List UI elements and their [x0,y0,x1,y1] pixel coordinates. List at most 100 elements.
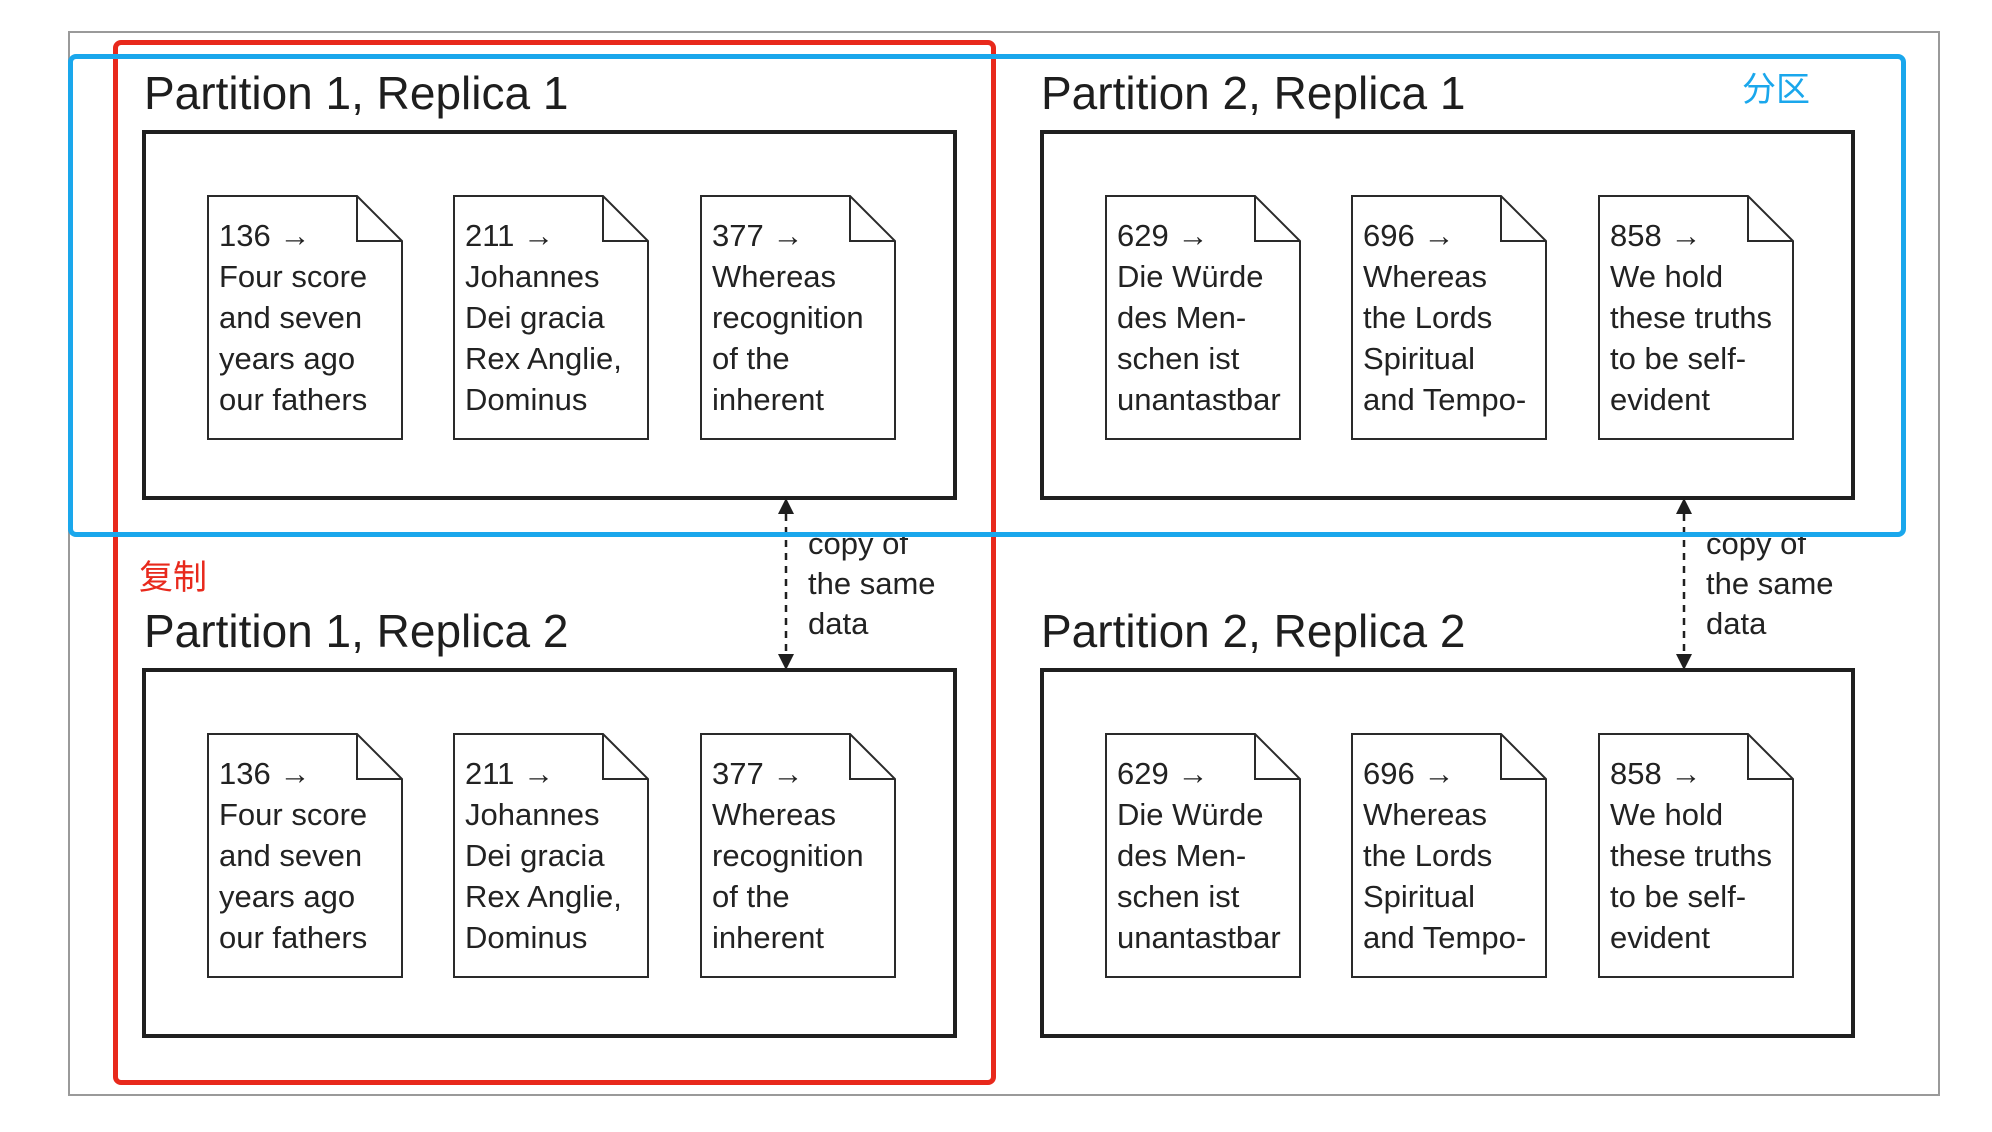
document-value-line: the Lords [1363,838,1493,873]
document-value-line: and Tempo- [1363,382,1527,417]
document-value-line: Johannes [465,797,600,832]
document-value-line: Spiritual [1363,341,1475,376]
copy-label-left: copy of the same data [808,524,936,644]
document-icon [453,733,649,978]
document-key: 629 → [1117,218,1209,253]
figure-frame [68,31,1940,1096]
document-text: 377 → Whereas recognition of the inherent [712,753,864,958]
document-value-line: evident [1610,920,1710,955]
document-value-line: des Men- [1117,838,1247,873]
document-value-line: Die Würde [1117,259,1264,294]
partition-1-replica-1-title: Partition 1, Replica 1 [144,67,569,119]
copy-arrow-right [1676,498,1692,670]
document-value-line: des Men- [1117,300,1247,335]
document-value-line: Rex Anglie, [465,879,622,914]
document-value-line: to be self- [1610,879,1747,914]
document-icon [1105,733,1301,978]
copy-arrow-left [778,498,794,670]
document-value-line: Rex Anglie, [465,341,622,376]
document-key: 377 → [712,218,804,253]
document-value-line: Four score [219,259,368,294]
document-value-line: our fathers [219,920,368,955]
partition-box [1040,668,1855,1038]
document-value-line: Dei gracia [465,300,605,335]
partition-box [142,668,957,1038]
copy-label-line: copy of [808,526,908,561]
document-key: 629 → [1117,756,1209,791]
document-value-line: Dominus [465,920,588,955]
document-icon [1598,733,1794,978]
partition-label: 分区 [1742,70,1810,110]
document-value-line: Dominus [465,382,588,417]
document-icon [1351,195,1547,440]
document-key: 211 → [465,218,555,253]
document-value-line: these truths [1610,838,1772,873]
document-value-line: evident [1610,382,1710,417]
document-key: 211 → [465,756,555,791]
document-value-line: schen ist [1117,879,1240,914]
document-value-line: Whereas [712,797,837,832]
document-value-line: inherent [712,920,825,955]
copy-label-line: data [1706,606,1767,641]
document-value-line: unantastbar [1117,382,1281,417]
partition-2-replica-1-title: Partition 2, Replica 1 [1041,67,1466,119]
partition-box [1040,130,1855,500]
document-key: 377 → [712,756,804,791]
document-value-line: our fathers [219,382,368,417]
document-icon [453,195,649,440]
document-value-line: these truths [1610,300,1772,335]
document-value-line: of the [712,879,790,914]
partition-box [142,130,957,500]
document-value-line: unantastbar [1117,920,1281,955]
document-value-line: recognition [712,300,864,335]
document-value-line: Johannes [465,259,600,294]
copy-label-line: the same [1706,566,1834,601]
document-value-line: and Tempo- [1363,920,1527,955]
copy-label-right: copy of the same data [1706,524,1834,644]
document-icon [1351,733,1547,978]
document-value-line: years ago [219,879,356,914]
document-value-line: We hold [1610,259,1724,294]
document-value-line: Spiritual [1363,879,1475,914]
document-key: 136 → [219,756,311,791]
partition-highlight [68,54,1906,537]
partition-1-replica-2-title: Partition 1, Replica 2 [144,605,569,657]
document-value-line: Dei gracia [465,838,605,873]
document-value-line: to be self- [1610,341,1747,376]
document-value-line: and seven [219,838,363,873]
document-key: 136 → [219,218,311,253]
document-icon [700,195,896,440]
copy-label-line: copy of [1706,526,1806,561]
document-value-line: years ago [219,341,356,376]
copy-label-line: the same [808,566,936,601]
document-card: 136 → Four score and seven years ago our fat… [207,195,403,440]
document-value-line: We hold [1610,797,1724,832]
replication-highlight [113,40,996,1085]
document-card: 377 → Whereas recognition of the inherent [700,733,896,978]
document-icon [1598,195,1794,440]
document-icon [207,195,403,440]
partition-2-replica-2-title: Partition 2, Replica 2 [1041,605,1466,657]
document-icon [700,733,896,978]
document-value-line: recognition [712,838,864,873]
copy-label-line: data [808,606,869,641]
document-value-line: and seven [219,300,363,335]
document-key: 696 → [1363,218,1455,253]
document-key: 696 → [1363,756,1455,791]
